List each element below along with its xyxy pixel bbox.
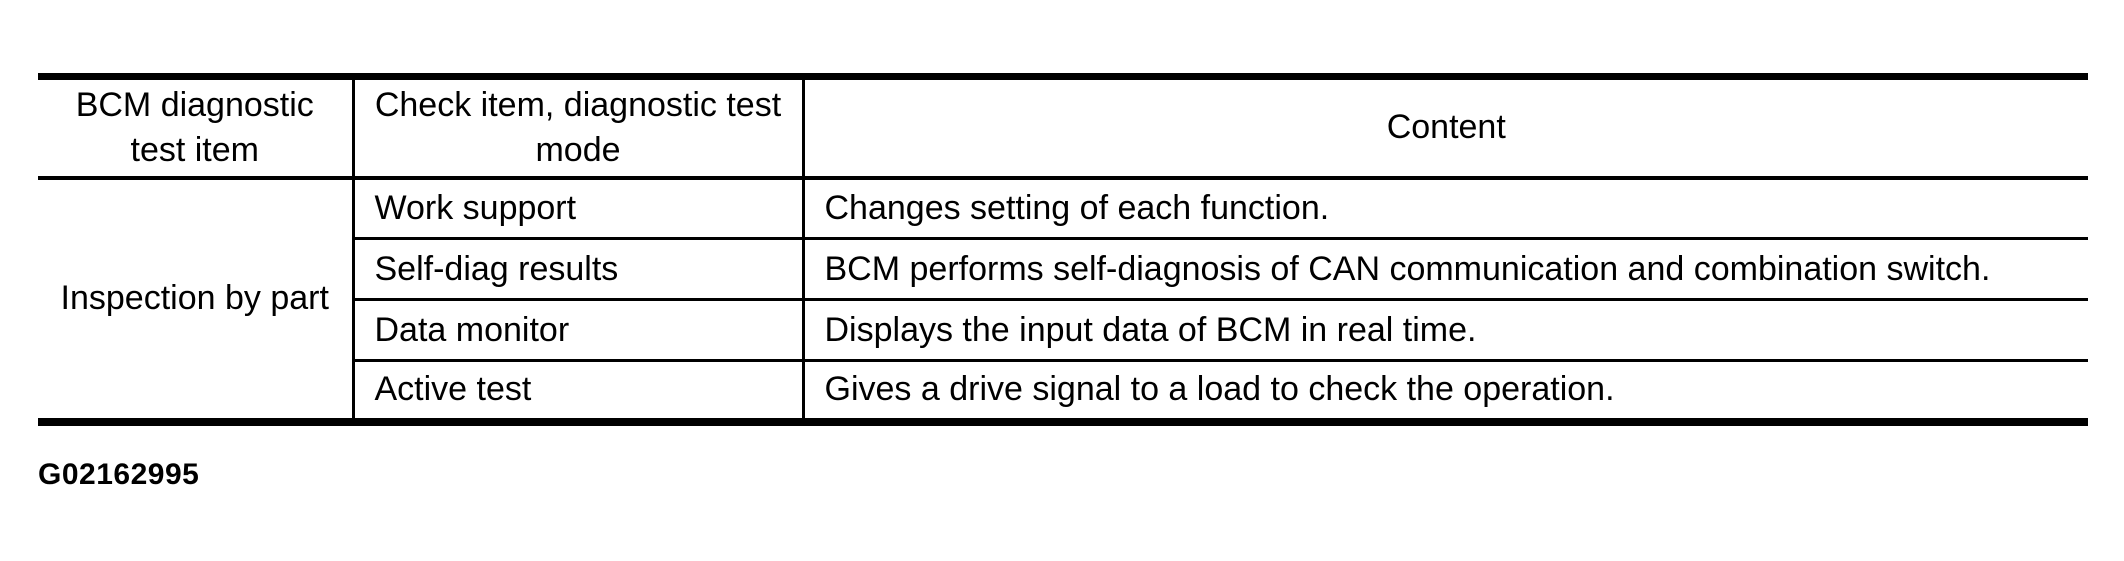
table-header: BCM diagnostic test item Check item, dia… [38,76,2088,180]
mode-cell: Work support [353,177,805,239]
content-cell: Gives a drive signal to a load to check … [803,359,2088,422]
header-label: Content [1386,108,1506,147]
bcm-diagnostic-table: BCM diagnostic test item Check item, dia… [38,73,2088,426]
content-cell: Changes setting of each function. [824,188,1330,227]
figure-code-label: G02162995 [38,458,200,491]
table-row: Data monitor Displays the input data of … [38,298,2088,361]
header-label: BCM diagnostic test item [75,85,314,169]
header-check-item-diagnostic-test-mode: Check item, diagnostic test mode [353,76,805,180]
table-row: Self-diag results BCM performs self-diag… [38,237,2088,300]
header-bcm-diagnostic-test-item: BCM diagnostic test item [38,76,355,180]
group-cell-inspection-by-part: Inspection by part [38,177,355,422]
table-row: Active test Gives a drive signal to a lo… [38,359,2088,422]
mode-cell: Self-diag results [353,237,805,300]
mode-cell: Active test [353,359,805,422]
header-label: Check item, diagnostic test mode [374,85,782,169]
table-row: Inspection by part Work support Changes … [38,177,2088,422]
mode-cell: Data monitor [353,298,805,361]
content-cell: Displays the input data of BCM in real t… [803,298,2088,361]
header-content: Content [803,76,2088,180]
content-cell: BCM performs self-diagnosis of CAN commu… [803,237,2088,300]
table-body: Inspection by part Work support Changes … [38,177,2088,422]
